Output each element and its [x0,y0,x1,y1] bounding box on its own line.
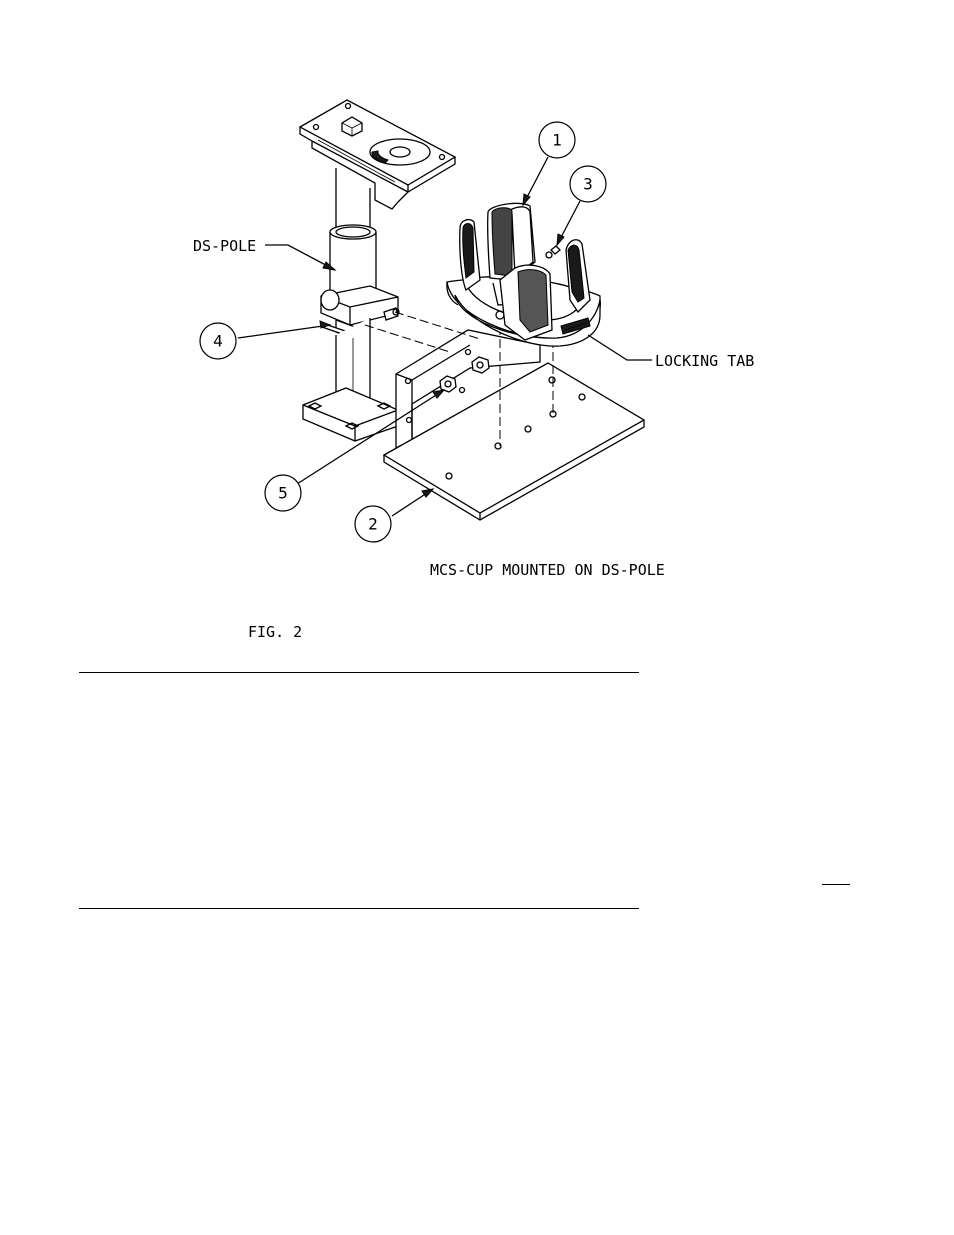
callout-2: 2 [354,505,392,543]
bracket-plate [382,329,646,521]
callout-5: 5 [264,474,302,512]
horizontal-rule-top [79,672,639,673]
callout-3: 3 [569,165,607,203]
horizontal-rule-bottom [79,908,639,909]
figure-number: FIG. 2 [248,623,302,641]
callout-5-number: 5 [278,484,288,503]
mcs-cup [446,202,601,347]
callout-1-number: 1 [552,131,562,150]
callout-1: 1 [538,121,576,159]
callout-2-number: 2 [368,515,378,534]
figure-caption: MCS-CUP MOUNTED ON DS-POLE [430,561,665,579]
callout-4-number: 4 [213,332,223,351]
ds-pole-label: DS-POLE [193,237,256,255]
short-rule-mark [822,884,850,885]
ds-pole-assembly [298,99,457,442]
locking-tab-label: LOCKING TAB [655,352,754,370]
leader-lines [237,156,652,517]
callout-4: 4 [199,322,237,360]
callout-3-number: 3 [583,175,593,194]
